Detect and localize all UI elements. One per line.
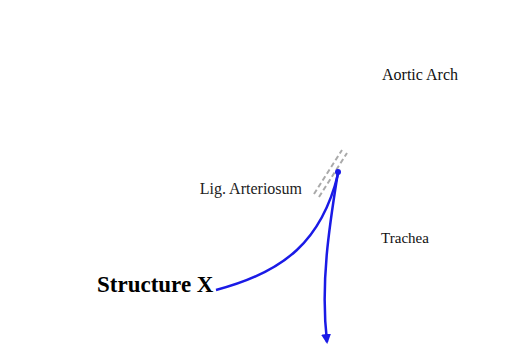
aortic-arch: Aortic Arch [322,20,518,255]
node-text: Aortic Arch [382,66,458,84]
aortic-arch-shape [322,20,518,255]
trachea-circle: Trachea [377,210,433,266]
nerve-dot [335,169,341,175]
ligament-line [314,150,347,197]
nerve-path [325,172,338,342]
structure-label: Structure X [97,272,213,298]
node-text: Trachea [381,230,429,247]
part-label: Lig. Arteriosum [200,180,302,198]
